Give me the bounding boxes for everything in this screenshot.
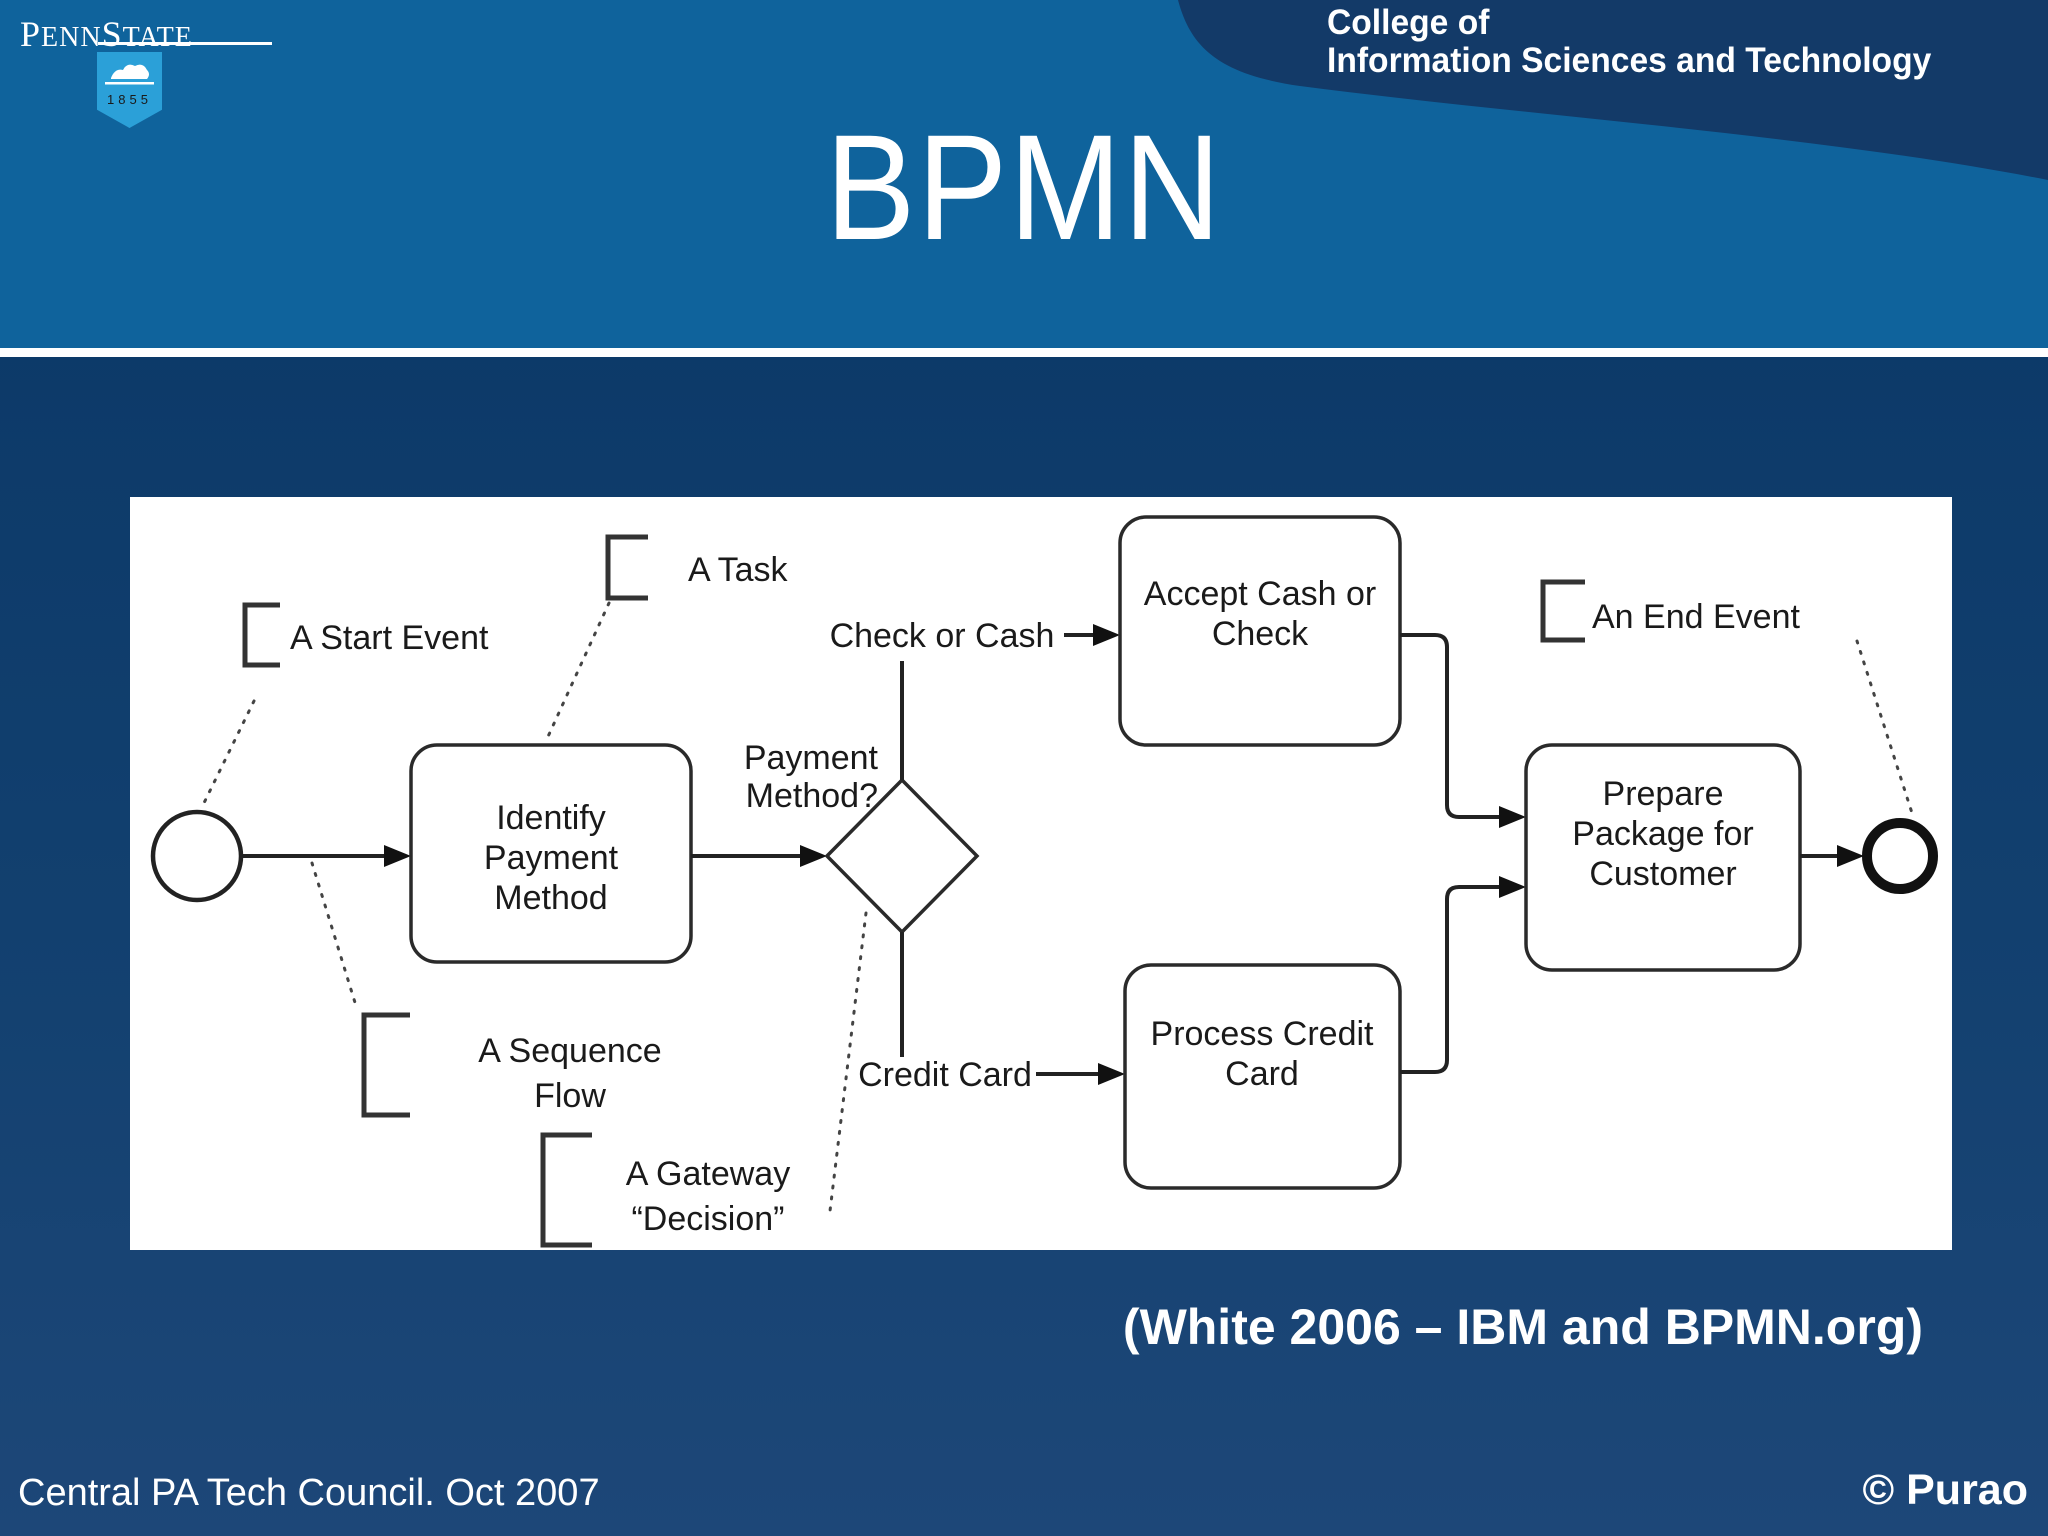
task-process-credit-card xyxy=(1123,963,1402,1190)
task-prepare-line2: Package for xyxy=(1572,815,1753,853)
footer-copyright: © Purao xyxy=(1862,1466,2029,1514)
page-title: BPMN xyxy=(825,103,1223,271)
wordmark-p: P xyxy=(20,14,42,54)
wordmark-enn: ENN xyxy=(41,22,102,53)
bracket-icon xyxy=(540,1132,592,1248)
shield-year: 1855 xyxy=(107,92,152,107)
pennstate-logo: PENNSTATE xyxy=(20,16,193,52)
bracket-icon xyxy=(1540,579,1585,643)
annotation-task: A Task xyxy=(688,551,789,589)
college-text: College of Information Sciences and Tech… xyxy=(1327,4,1931,80)
corner-swoosh-path xyxy=(1178,0,2048,180)
wordmark-s: S xyxy=(101,14,123,54)
arrowhead-icon xyxy=(384,845,411,867)
wordmark-tate: TATE xyxy=(122,22,193,53)
task-accept-line2: Check xyxy=(1212,615,1309,653)
annotation-connector xyxy=(1855,639,1914,815)
bracket-icon xyxy=(361,1012,410,1118)
edge-label-check-or-cash: Check or Cash xyxy=(830,617,1055,655)
annotation-connector xyxy=(200,699,256,809)
arrowhead-icon xyxy=(1093,624,1120,646)
bracket-icon xyxy=(605,534,648,601)
task-prepare-line3: Customer xyxy=(1589,855,1736,893)
arrowhead-icon xyxy=(1499,806,1526,828)
bpmn-diagram: Identify Payment Method Payment Method? … xyxy=(150,515,1938,1248)
task-accept-cash-or-check xyxy=(1118,515,1402,747)
lion-icon xyxy=(111,64,149,79)
pennstate-wordmark: PENNSTATE xyxy=(20,16,193,52)
footer-event-date: Central PA Tech Council. Oct 2007 xyxy=(18,1472,600,1514)
corner-swoosh-shape xyxy=(1178,0,2048,180)
logo-underline xyxy=(98,42,272,45)
edge-label-credit-card: Credit Card xyxy=(858,1056,1032,1094)
annotation-sequence-line2: Flow xyxy=(534,1077,606,1115)
task-prepare-line1: Prepare xyxy=(1603,775,1724,813)
shield-rule xyxy=(105,82,154,85)
college-line2: Information Sciences and Technology xyxy=(1327,41,1932,80)
gateway-diamond xyxy=(824,777,980,935)
annotation-connector xyxy=(310,861,359,1011)
gateway-question-line1: Payment xyxy=(744,739,879,777)
task-identify-line1: Identify xyxy=(496,799,606,837)
arrowhead-icon xyxy=(1499,876,1526,898)
pennstate-shield: 1855 xyxy=(97,52,162,128)
annotation-connector xyxy=(544,601,611,743)
college-line1: College of xyxy=(1327,3,1490,42)
task-identify-line3: Method xyxy=(494,879,607,917)
source-caption: (White 2006 – IBM and BPMN.org) xyxy=(1122,1299,1923,1355)
annotation-start-event: A Start Event xyxy=(290,619,489,657)
task-identify-line2: Payment xyxy=(484,839,619,877)
arrowhead-icon xyxy=(800,845,827,867)
end-event-circle xyxy=(1862,818,1938,894)
annotation-gateway-line1: A Gateway xyxy=(626,1155,790,1193)
arrowhead-icon xyxy=(1098,1063,1125,1085)
separator-line xyxy=(0,348,2048,357)
start-event-circle xyxy=(150,809,244,903)
task-accept-line1: Accept Cash or xyxy=(1144,575,1376,613)
arrowhead-icon xyxy=(1837,845,1864,867)
flow-process-prepare xyxy=(1400,885,1499,1074)
task-process-line1: Process Credit xyxy=(1151,1015,1375,1053)
task-identify-payment-method xyxy=(409,743,693,964)
annotation-gateway-line2: “Decision” xyxy=(631,1200,784,1238)
annotation-end-event: An End Event xyxy=(1592,598,1800,636)
annotation-sequence-line1: A Sequence xyxy=(478,1032,661,1070)
shield-art: 1855 xyxy=(105,64,154,107)
bracket-icon xyxy=(242,602,280,668)
diagram-panel: Identify Payment Method Payment Method? … xyxy=(130,497,1952,1250)
flow-accept-prepare xyxy=(1400,633,1499,819)
gateway-question-line2: Method? xyxy=(746,777,878,815)
task-process-line2: Card xyxy=(1225,1055,1299,1093)
